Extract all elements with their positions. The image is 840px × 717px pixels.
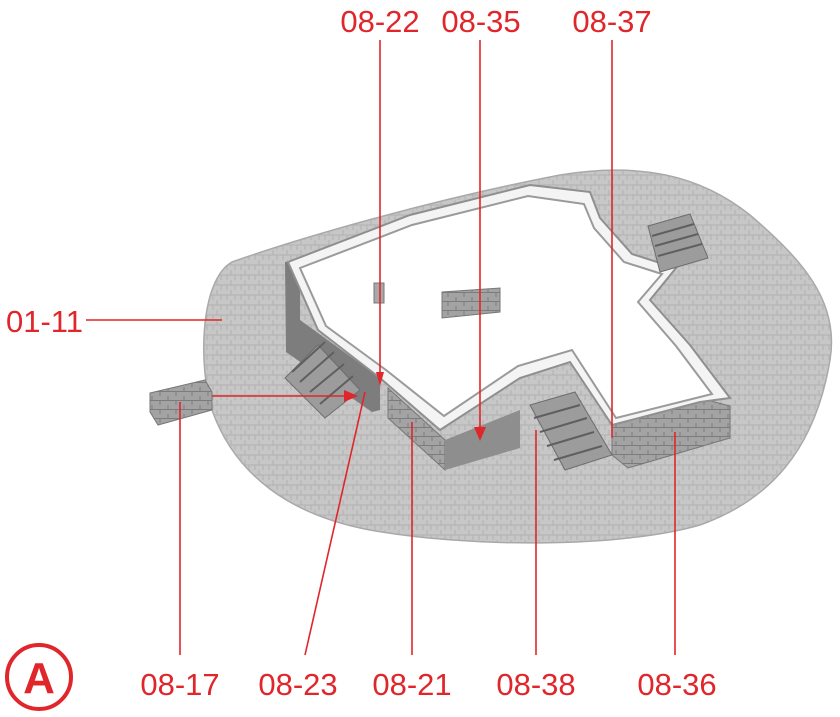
callout-top-1: 08-22 [340, 4, 419, 39]
callout-bottom-5: 08-36 [637, 667, 716, 702]
stairs-back-right [647, 213, 709, 273]
callout-top-3: 08-37 [572, 4, 651, 39]
platform [285, 183, 732, 472]
leader-lines [86, 40, 676, 656]
step-badge-letter: A [23, 654, 55, 703]
callout-left: 01-11 [6, 304, 83, 339]
callout-bottom-2: 08-23 [258, 667, 337, 702]
callout-top-2: 08-35 [441, 4, 520, 39]
callout-bottom-3: 08-21 [372, 667, 451, 702]
part-08-22 [373, 282, 385, 304]
step-badge: A [5, 643, 73, 711]
callout-bottom-1: 08-17 [140, 667, 219, 702]
callout-bottom-4: 08-38 [496, 667, 575, 702]
stairs-front-right [529, 391, 613, 471]
stairs-front-left [284, 341, 361, 419]
part-08-17 [149, 379, 213, 426]
